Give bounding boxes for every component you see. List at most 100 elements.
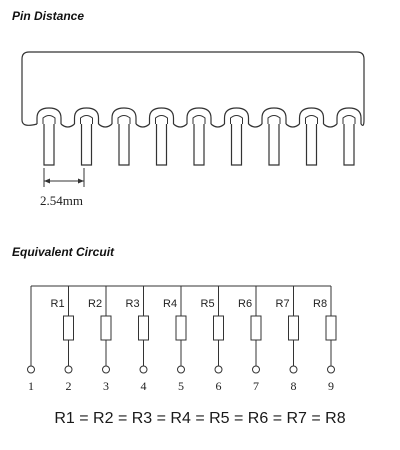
circuit-pin-2: R1 2 <box>51 286 74 393</box>
resistor-equality-equation: R1 = R2 = R3 = R4 = R5 = R6 = R7 = R8 <box>54 410 346 427</box>
package-body-outline <box>21 51 365 120</box>
package-pin-leg <box>193 124 205 166</box>
resistor-label: R2 <box>88 298 102 310</box>
pin-number-label: 2 <box>66 379 72 393</box>
equivalent-circuit-heading: Equivalent Circuit <box>12 245 115 259</box>
package-pin-leg <box>43 124 55 166</box>
package-lobe <box>223 107 250 124</box>
pin-number-label: 5 <box>178 379 184 393</box>
package-lobe-notch <box>192 115 206 124</box>
pin-terminal-circle <box>177 365 185 374</box>
package-valley <box>135 123 150 128</box>
package-valley <box>285 123 300 128</box>
package-pin-7 <box>261 107 300 166</box>
pin-number-label: 8 <box>291 379 297 393</box>
package-pin-1 <box>36 107 75 166</box>
package-valley <box>173 123 188 128</box>
package-lobe <box>111 107 137 124</box>
package-pin-leg <box>155 124 168 166</box>
package-valley <box>98 123 113 128</box>
package-pin-leg <box>343 124 355 166</box>
resistor-body <box>138 315 149 341</box>
package-pin-leg <box>230 124 243 166</box>
package-lobe-notch <box>342 115 356 124</box>
circuit-pin-6: R5 6 <box>201 286 224 393</box>
circuit-pin-9: R8 9 <box>313 286 337 393</box>
dimension-arrow-right <box>78 178 84 184</box>
resistor-body <box>325 315 337 341</box>
circuit-pin-8: R7 8 <box>276 286 299 393</box>
package-pin-5 <box>186 107 225 166</box>
package-lobe <box>336 107 362 124</box>
package-lobe-notch <box>155 115 168 124</box>
pin-distance-heading: Pin Distance <box>12 9 85 23</box>
package-lobe <box>261 107 287 124</box>
package-left-shoulder <box>21 119 38 126</box>
package-lobe-notch <box>230 115 243 124</box>
pin-terminal-circle <box>252 365 260 374</box>
circuit-pin-7: R6 7 <box>238 286 262 393</box>
pin-number-label: 1 <box>28 379 34 393</box>
pin-number-label: 7 <box>253 379 259 393</box>
package-pin-leg <box>118 124 130 166</box>
pin-terminal-circle <box>102 365 110 374</box>
package-pin-2 <box>73 107 113 166</box>
pin-terminal-circle <box>27 365 35 374</box>
package-lobe <box>186 107 212 124</box>
package-valley <box>60 123 75 128</box>
package-valley <box>210 123 225 128</box>
resistor-body <box>100 315 112 341</box>
package-pin-leg <box>80 124 93 166</box>
resistor-label: R4 <box>163 298 177 310</box>
package-lobe <box>298 107 325 124</box>
equivalent-circuit-schematic: 1 R1 2 R2 3 R3 4 R4 5 R5 6 R6 7 R7 8 R8 9 <box>27 285 337 393</box>
package-valley <box>248 123 263 128</box>
pin-terminal-circle <box>289 365 298 374</box>
pin-terminal-circle <box>139 365 148 374</box>
circuit-pin-4: R3 4 <box>126 286 149 393</box>
resistor-label: R3 <box>126 298 140 310</box>
resistor-body <box>175 315 187 341</box>
package-lobe-notch <box>80 115 93 124</box>
resistor-label: R5 <box>201 298 215 310</box>
resistor-body <box>63 315 74 341</box>
package-pin-8 <box>298 107 338 166</box>
pin-terminal-circle <box>327 365 335 374</box>
package-pin-leg <box>268 124 280 166</box>
resistor-body <box>288 315 299 341</box>
resistor-label: R1 <box>51 298 65 310</box>
resistor-label: R8 <box>313 298 327 310</box>
package-pin-3 <box>111 107 150 166</box>
package-lobe-notch <box>305 115 318 124</box>
circuit-pin-1: 1 <box>27 286 35 393</box>
pin-number-label: 4 <box>141 379 147 393</box>
pin-pitch-label: 2.54mm <box>40 193 83 208</box>
pin-pitch-dimension: 2.54mm <box>40 168 85 208</box>
package-right-shoulder <box>360 119 365 126</box>
sip-package-drawing <box>21 51 365 166</box>
resistor-label: R6 <box>238 298 252 310</box>
pin-terminal-circle <box>214 365 223 374</box>
package-lobe-notch <box>117 115 131 124</box>
package-pin-4 <box>148 107 188 166</box>
circuit-pin-3: R2 3 <box>88 286 112 393</box>
package-valley <box>323 123 338 128</box>
package-lobe <box>36 107 62 124</box>
resistor-body <box>213 315 224 341</box>
pin-number-label: 6 <box>216 379 222 393</box>
pin-number-label: 9 <box>328 379 334 393</box>
pin-number-label: 3 <box>103 379 109 393</box>
pin-terminal-circle <box>64 365 73 374</box>
package-pin-leg <box>305 124 318 166</box>
package-pin-9 <box>336 107 362 166</box>
resistor-label: R7 <box>276 298 290 310</box>
resistor-body <box>250 315 262 341</box>
package-lobe <box>148 107 175 124</box>
package-lobe-notch <box>267 115 281 124</box>
package-pin-6 <box>223 107 263 166</box>
package-lobe <box>73 107 100 124</box>
circuit-pin-5: R4 5 <box>163 286 187 393</box>
package-lobe-notch <box>42 115 56 124</box>
